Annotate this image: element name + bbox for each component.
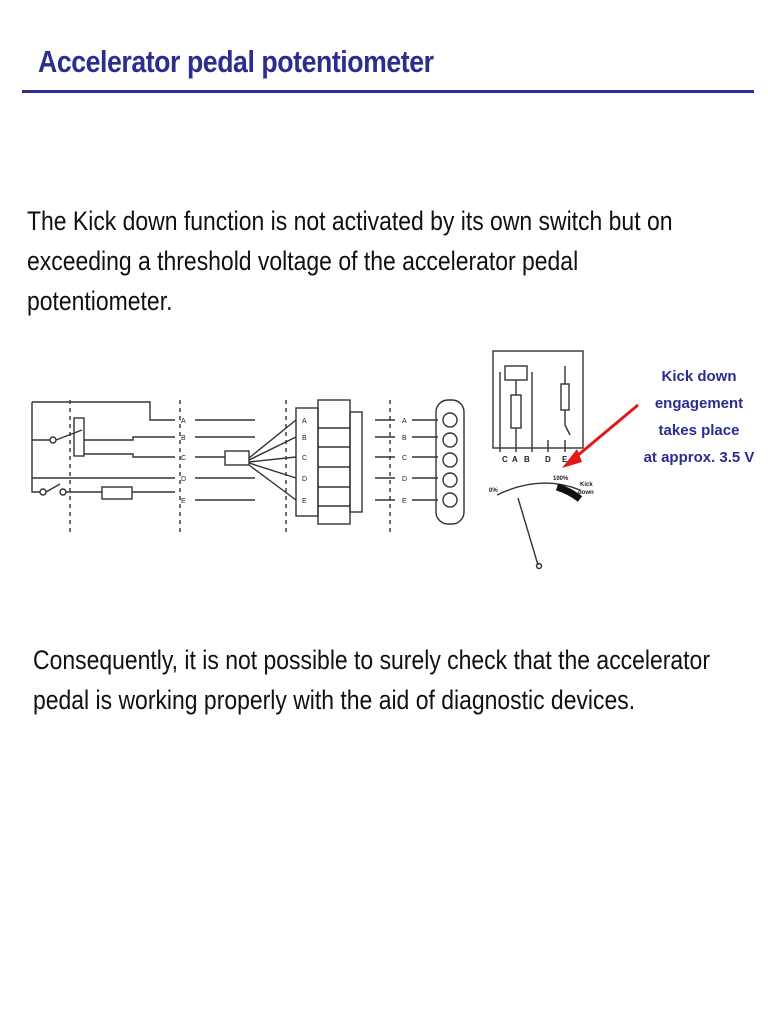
- connector-label-a: A: [302, 418, 307, 425]
- connector-label-d: D: [302, 476, 307, 483]
- intro-paragraph: The Kick down function is not activated …: [27, 206, 673, 316]
- callout-line-3: takes place: [658, 422, 740, 439]
- gauge-min-label: 0%: [489, 488, 498, 494]
- plug-label-e: E: [402, 498, 407, 505]
- gauge-max-label: 100%: [553, 476, 569, 482]
- wiring-diagram: A B C D E A B C D E A B C D E C A B D E …: [31, 350, 639, 570]
- schematic-pin-b: B: [524, 455, 530, 464]
- callout-line-4: at approx. 3.5 V: [643, 449, 755, 466]
- title-underline: [22, 90, 754, 93]
- schematic-pin-a: A: [512, 455, 518, 464]
- kick-down-label-1: Kick: [580, 482, 593, 488]
- conclusion-paragraph: Consequently, it is not possible to sure…: [33, 645, 710, 715]
- plug-label-d: D: [402, 476, 407, 483]
- plug-label-b: B: [402, 435, 407, 442]
- kick-down-callout: Kick down engagement takes place at appr…: [640, 363, 758, 471]
- schematic-pin-c: C: [502, 455, 508, 464]
- pin-label-d: D: [181, 476, 186, 483]
- connector-label-e: E: [302, 498, 307, 505]
- schematic-pin-d: D: [545, 455, 551, 464]
- connector-label-b: B: [302, 435, 307, 442]
- pin-label-a: A: [181, 418, 186, 425]
- callout-line-1: Kick down: [661, 368, 737, 385]
- plug-label-a: A: [402, 418, 407, 425]
- slide-title: Accelerator pedal potentiometer: [38, 44, 434, 79]
- pin-label-e: E: [181, 498, 186, 505]
- schematic-pin-e: E: [562, 455, 568, 464]
- plug-label-c: C: [402, 455, 407, 462]
- callout-line-2: engagement: [654, 395, 744, 412]
- pin-label-b: B: [181, 435, 186, 442]
- connector-label-c: C: [302, 455, 307, 462]
- pin-label-c: C: [181, 455, 186, 462]
- kick-down-label-2: down: [578, 490, 594, 496]
